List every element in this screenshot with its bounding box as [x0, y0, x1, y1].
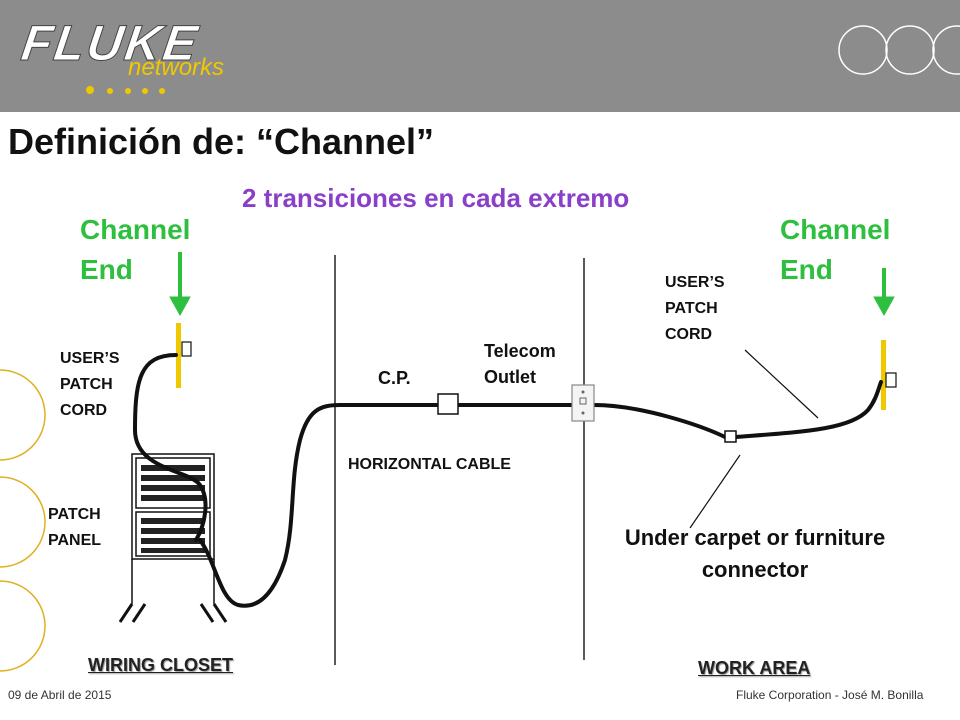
- horizontal-cable-label: HORIZONTAL CABLE: [348, 456, 511, 473]
- arrow-right-icon: [873, 268, 895, 317]
- header-bar: [0, 0, 960, 112]
- channel-end-left-label: Channel End: [80, 214, 191, 285]
- right-plug: [881, 340, 886, 410]
- slide-subtitle: 2 transiciones en cada extremo: [242, 183, 630, 213]
- right-patch-cord: [734, 380, 883, 439]
- slide-title: Definición de: “Channel”: [8, 121, 435, 162]
- right-plug-jack: [885, 372, 897, 388]
- footer-credit: Fluke Corporation - José M. Bonilla: [736, 688, 924, 702]
- cp-label: C.P.: [378, 368, 411, 388]
- patch-panel-rack: [118, 453, 228, 623]
- patch-panel-label: PATCH PANEL: [48, 506, 102, 549]
- outlet-to-connector-cable: [592, 403, 727, 439]
- under-carpet-label: Under carpet or furniture connector: [624, 525, 886, 582]
- telecom-outlet-label: Telecom Outlet: [484, 341, 556, 387]
- pointer-under-carpet: [689, 454, 741, 529]
- logo-dots: [86, 86, 165, 94]
- left-patch-cord: [132, 353, 208, 542]
- telecom-outlet-icon: [571, 384, 595, 422]
- users-patch-cord-left-label: USER’S PATCH CORD: [60, 350, 120, 419]
- left-plug: [176, 323, 181, 388]
- pointer-users-cord-right: [744, 349, 819, 419]
- cp-box: [437, 393, 459, 415]
- networks-logo-text: networks: [128, 54, 225, 81]
- users-patch-cord-right-label: USER’S PATCH CORD: [665, 274, 725, 343]
- work-area-label: WORK AREA: [698, 658, 811, 678]
- left-plug-jack: [181, 341, 192, 357]
- patch-panel-ports: [141, 465, 205, 553]
- header-circles: [838, 25, 960, 75]
- channel-end-right-label: Channel End: [780, 214, 891, 285]
- cables: [132, 353, 883, 608]
- arrow-left-icon: [169, 252, 191, 317]
- wiring-closet-label: WIRING CLOSET: [88, 655, 233, 675]
- rack-to-floor-cable: [198, 403, 342, 608]
- footer-date: 09 de Abril de 2015: [8, 688, 112, 702]
- under-carpet-connector: [724, 430, 737, 443]
- left-gold-circles: [0, 369, 46, 672]
